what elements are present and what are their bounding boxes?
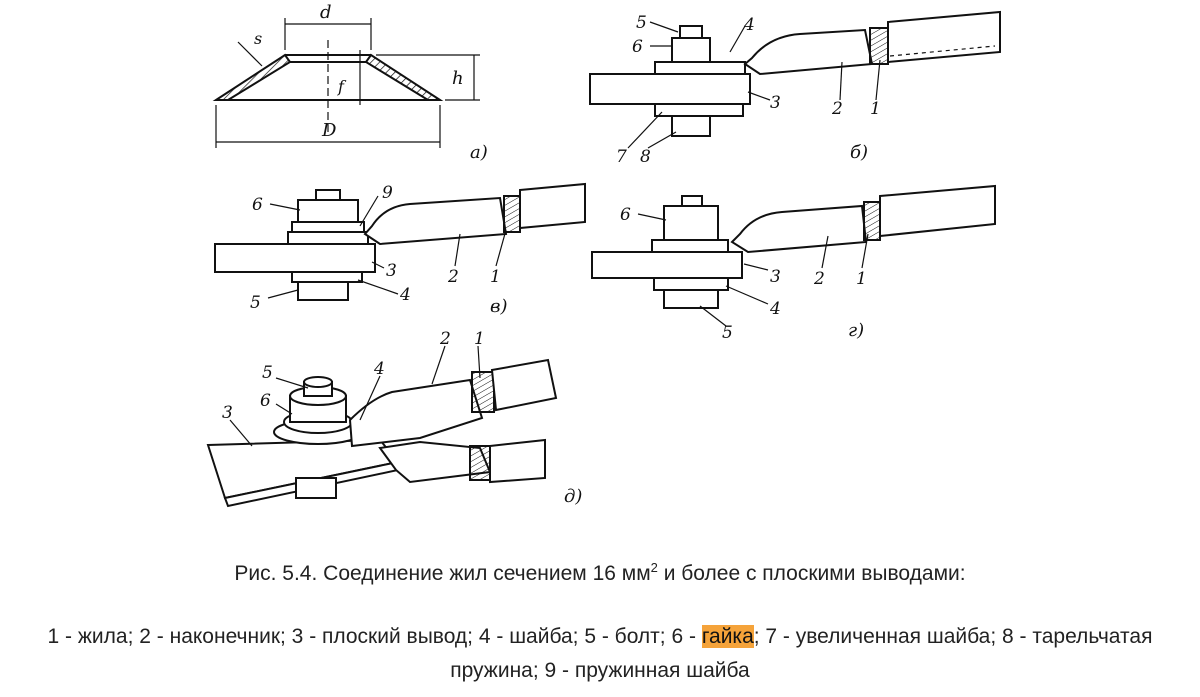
panel-b-assembly xyxy=(589,10,1001,137)
dim-label-h: h xyxy=(452,68,464,89)
callout-d-4: 4 xyxy=(373,359,385,379)
caption-text: Рис. 5.4. Соединение жил сечением 16 мм xyxy=(234,562,651,585)
callout-v-9: 9 xyxy=(382,183,393,203)
callout-b-1: 1 xyxy=(870,99,881,119)
callout-v-3: 3 xyxy=(386,261,397,281)
callout-d-2: 2 xyxy=(439,329,451,349)
panel-label-v: в) xyxy=(490,296,508,317)
panel-b-leaders xyxy=(627,21,881,149)
callout-g-6: 6 xyxy=(620,205,631,225)
callout-v-6: 6 xyxy=(252,195,263,215)
callout-b-2: 2 xyxy=(831,99,843,119)
dim-label-D: D xyxy=(321,120,337,141)
callout-g-3: 3 xyxy=(770,267,781,287)
callout-b-5: 5 xyxy=(636,13,647,33)
connection-diagram: d D h f s а) 5 4 6 3 2 1 7 8 б) xyxy=(206,2,1001,508)
panel-label-b: б) xyxy=(850,142,868,163)
panel-label-g: г) xyxy=(848,320,864,341)
panel-a-disc-spring xyxy=(212,18,480,148)
panel-d-assembly xyxy=(206,358,558,508)
panel-g-leaders xyxy=(637,213,869,327)
panel-v-leaders xyxy=(267,195,507,299)
figure-caption: Рис. 5.4. Соединение жил сечением 16 мм2… xyxy=(0,560,1200,586)
dim-label-f: f xyxy=(337,77,347,96)
callout-b-8: 8 xyxy=(640,147,651,167)
callout-d-5: 5 xyxy=(262,363,273,383)
panel-label-d: д) xyxy=(564,486,582,507)
callout-g-4: 4 xyxy=(769,299,781,319)
callout-g-1: 1 xyxy=(856,269,867,289)
callout-b-4: 4 xyxy=(743,15,755,35)
dim-label-d: d xyxy=(320,2,332,23)
legend-text-part2: ; 7 - увеличенная шайба; 8 - тарельчатая… xyxy=(450,625,1153,682)
panel-label-a: а) xyxy=(470,142,488,163)
panel-d-leaders xyxy=(229,345,481,447)
callout-b-3: 3 xyxy=(770,93,781,113)
dim-label-s: s xyxy=(254,29,262,48)
callout-v-1: 1 xyxy=(490,267,501,287)
figure-legend: 1 - жила; 2 - наконечник; 3 - плоский вы… xyxy=(0,620,1200,688)
callout-b-7: 7 xyxy=(616,147,627,167)
callout-d-1: 1 xyxy=(474,329,485,349)
callout-v-5: 5 xyxy=(250,293,261,313)
caption-superscript: 2 xyxy=(650,560,658,575)
callout-v-2: 2 xyxy=(447,267,459,287)
callout-d-6: 6 xyxy=(260,391,271,411)
callout-g-5: 5 xyxy=(722,323,733,343)
search-highlight: гайка xyxy=(701,625,754,648)
callout-b-6: 6 xyxy=(632,37,643,57)
caption-suffix: и более с плоскими выводами: xyxy=(657,562,966,585)
callout-g-2: 2 xyxy=(813,269,825,289)
panel-g-assembly xyxy=(591,184,996,309)
legend-text-part1: 1 - жила; 2 - наконечник; 3 - плоский вы… xyxy=(47,625,702,648)
callout-d-3: 3 xyxy=(222,403,233,423)
panel-v-assembly xyxy=(214,182,586,301)
callout-v-4: 4 xyxy=(399,285,411,305)
